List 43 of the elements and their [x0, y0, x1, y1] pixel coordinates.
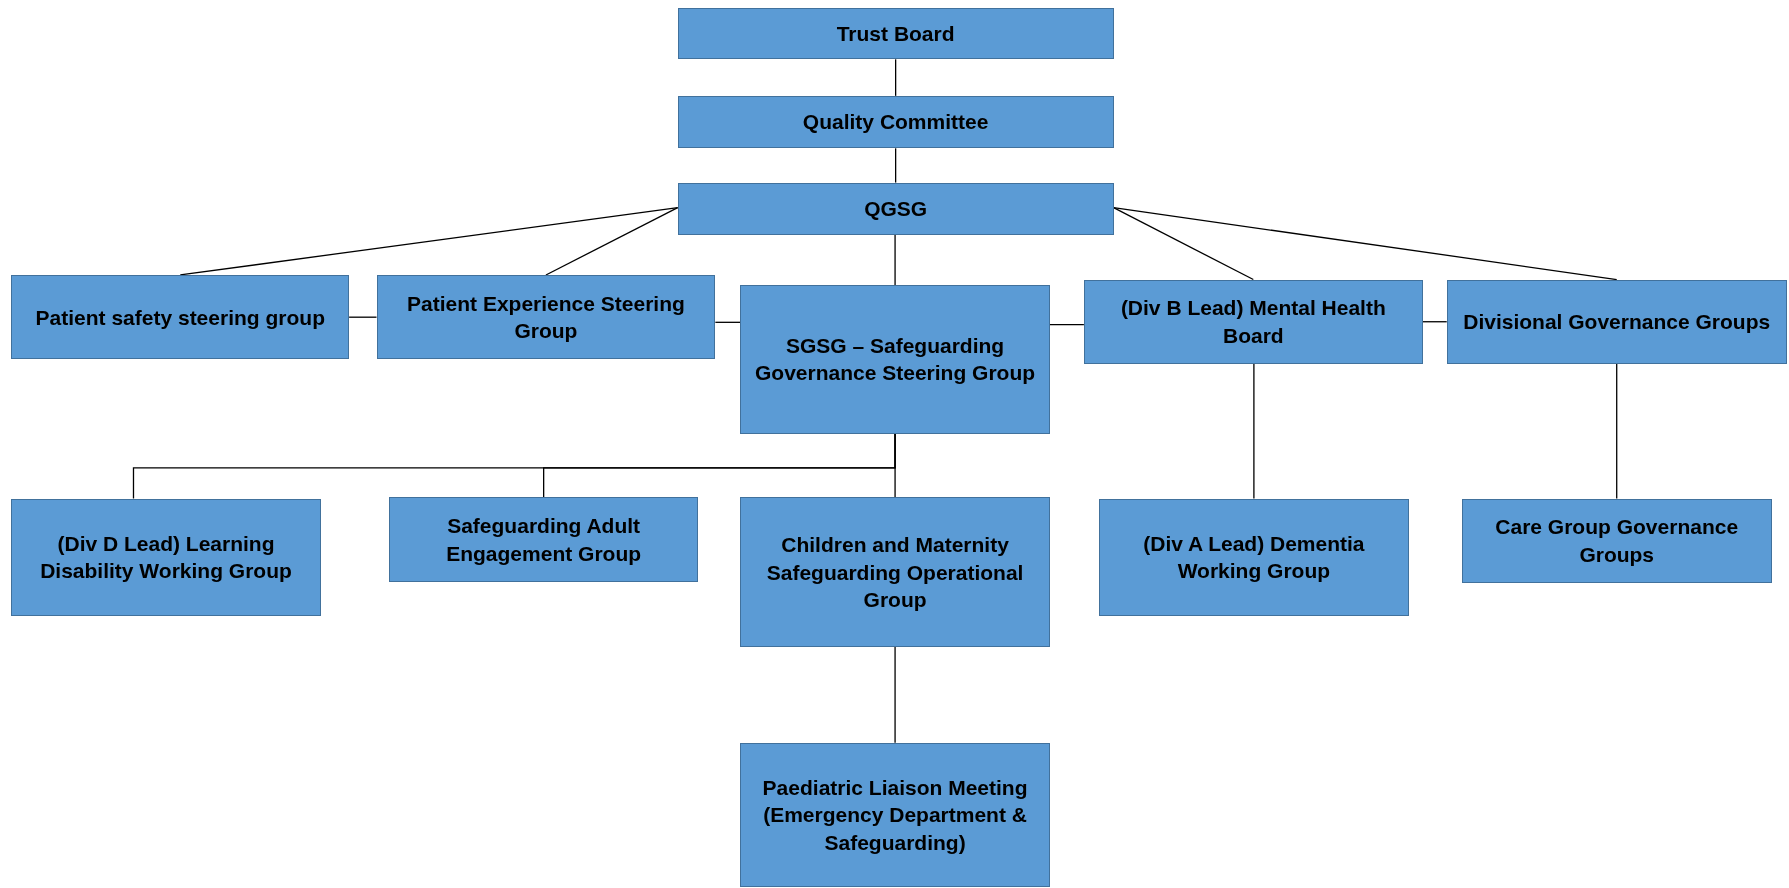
box-label: QGSG	[864, 196, 928, 223]
box-label: Children and Maternity Safeguarding Operational Group	[765, 532, 1025, 613]
connector-line	[1049, 323, 1085, 326]
connector-line	[1253, 363, 1255, 500]
connector-line	[1112, 207, 1618, 281]
org-box	[677, 8, 1114, 60]
connector-line	[179, 207, 679, 276]
connector-line	[1112, 207, 1254, 281]
connector-line	[545, 207, 679, 276]
box-label: Safeguarding Adult Engagement Group	[445, 513, 643, 567]
connector-line	[714, 321, 742, 323]
connector-line	[894, 234, 896, 286]
connector-line	[1616, 363, 1618, 500]
connector-line	[894, 646, 896, 744]
box-label: Quality Committee	[802, 109, 989, 136]
box-label: Patient Experience Steering Group	[406, 290, 686, 345]
box-label: (Div D Lead) Learning Disability Working Group	[39, 531, 293, 585]
box-label: Care Group Governance Groups	[1494, 514, 1740, 568]
box-label: (Div A Lead) Dementia Working Group	[1142, 531, 1366, 585]
org-box	[11, 274, 350, 360]
org-box	[1461, 498, 1772, 583]
org-box	[740, 497, 1050, 647]
org-box	[1446, 279, 1787, 364]
org-box	[389, 497, 699, 582]
org-box	[740, 742, 1050, 888]
box-label: Paediatric Liaison Meeting (Emergency Department & Safeguarding)	[761, 774, 1029, 856]
box-label: Divisional Governance Groups	[1463, 309, 1771, 336]
org-box	[740, 285, 1050, 434]
org-box	[376, 274, 716, 360]
connector-line	[348, 316, 378, 318]
box-label: Patient safety steering group	[35, 304, 325, 331]
org-box	[1098, 498, 1410, 617]
org-box	[11, 498, 321, 617]
connector-line	[895, 58, 897, 97]
box-label: (Div B Lead) Mental Health Board	[1119, 295, 1387, 349]
connector-line	[1422, 321, 1448, 323]
connector-line	[894, 432, 896, 499]
org-box	[1083, 279, 1423, 364]
org-box	[677, 95, 1114, 149]
box-label: Trust Board	[836, 21, 955, 47]
connector-line	[895, 147, 897, 184]
org-box	[677, 182, 1114, 235]
box-label: SGSG – Safeguarding Governance Steering Group	[754, 333, 1037, 387]
